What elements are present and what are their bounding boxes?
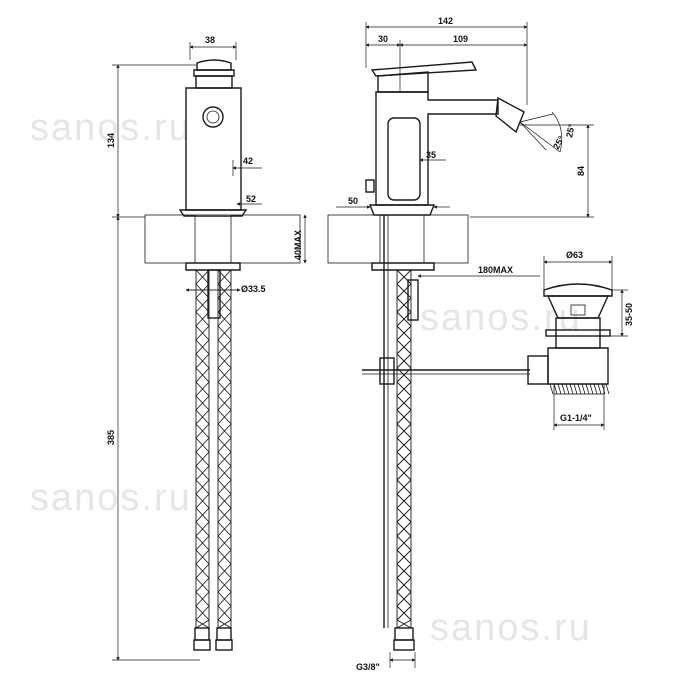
dim-range-label: 35-50 <box>624 303 634 326</box>
dim-height-label: 84 <box>576 166 586 176</box>
dim-base-label: 52 <box>246 194 256 204</box>
thread-line <box>589 383 594 395</box>
supply-hose-side <box>396 269 412 629</box>
watermark-text: sanos.ru <box>430 607 592 649</box>
thread-line <box>585 383 590 395</box>
side-view: 25° 25° 142 30 109 84 <box>327 16 594 672</box>
lever-handle <box>370 61 478 77</box>
dim-deck-label: 40MAX <box>293 230 303 260</box>
rod-clamp <box>379 357 395 385</box>
popup-knob <box>365 179 375 193</box>
watermark-layer: sanos.ru sanos.ru sanos.ru sanos.ru <box>30 107 592 649</box>
body-window <box>387 117 421 201</box>
dim-total-depth-label: 142 <box>438 16 453 26</box>
thread-line <box>605 383 610 395</box>
hose-braid <box>195 269 210 629</box>
dim-rod-length-label: 180MAX <box>478 265 513 275</box>
threaded-stud <box>207 269 221 319</box>
dim-width-label: 38 <box>205 35 215 45</box>
thread-line <box>597 383 602 395</box>
dim-lever-label: 42 <box>243 156 253 166</box>
dim-hole-label: Ø33.5 <box>241 284 266 294</box>
thread-line <box>601 383 606 395</box>
dim-diameter-label: Ø63 <box>566 250 583 260</box>
handle-cap <box>193 69 235 77</box>
aerator-circle <box>202 106 224 128</box>
dim-thread-label: G1-1/4" <box>560 413 592 423</box>
spout-nozzle <box>495 96 525 134</box>
thread-line <box>573 383 578 395</box>
thread-line <box>557 383 562 395</box>
thread-line <box>581 383 586 395</box>
thread-line <box>549 383 554 395</box>
thread-line <box>561 383 566 395</box>
waste-cap <box>543 283 613 297</box>
faucet-body <box>185 87 242 211</box>
front-view: 38 134 385 42 52 40MAX Ø33.5 <box>106 35 307 661</box>
supply-hoses <box>195 269 232 629</box>
dim-angle-1-label: 25° <box>564 123 577 139</box>
thread-line <box>553 383 558 395</box>
watermark-text: sanos.ru <box>30 107 192 149</box>
thread-line <box>593 383 598 395</box>
waste-rod-connector <box>527 355 549 385</box>
watermark-text: sanos.ru <box>30 477 192 519</box>
hose-braid <box>217 269 232 629</box>
faucet-body-side <box>375 91 499 206</box>
dim-spout-reach-label: 109 <box>453 34 468 44</box>
dim-connection-label: G3/8" <box>356 662 380 672</box>
dim-base-label-side: 50 <box>348 196 358 206</box>
thread-line <box>565 383 570 395</box>
dim-total-label: 385 <box>106 430 116 445</box>
waste-thread <box>549 383 610 395</box>
thread-line <box>577 383 582 395</box>
thread-line <box>569 383 574 395</box>
dim-body-height-label: 134 <box>106 133 116 148</box>
hose-braid <box>396 269 412 629</box>
waste-view: Ø63 35-50 G1-1/4" <box>527 250 634 430</box>
dim-offset-label: 30 <box>378 34 388 44</box>
dim-body-label: 35 <box>426 150 436 160</box>
watermark-text: sanos.ru <box>420 297 582 339</box>
